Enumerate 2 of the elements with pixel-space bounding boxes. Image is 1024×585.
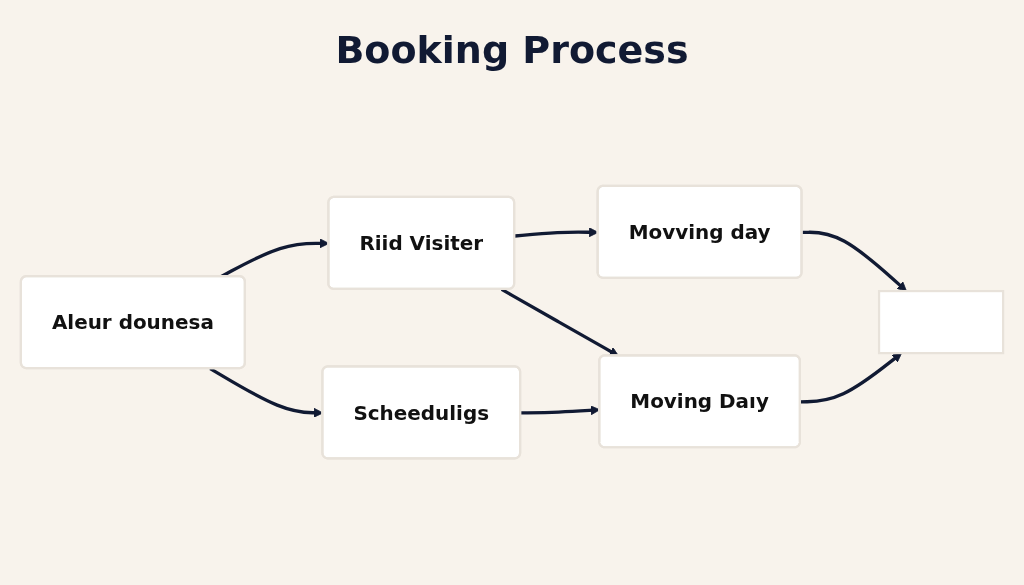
title: Booking Process (335, 27, 689, 74)
node-box (877, 289, 1005, 355)
